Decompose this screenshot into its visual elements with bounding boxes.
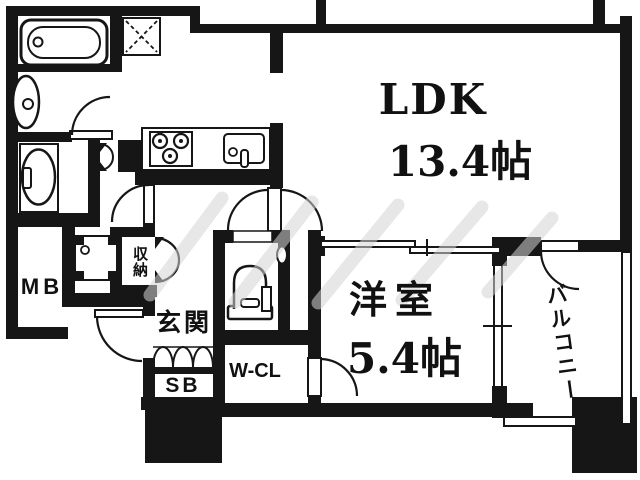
washbasin-icon — [11, 74, 41, 130]
wall — [6, 6, 200, 16]
wall — [6, 6, 18, 339]
wall — [190, 24, 632, 33]
railing — [621, 251, 632, 425]
kitchen-counter-icon — [141, 127, 271, 171]
entrance-arches — [152, 346, 214, 368]
bathtub-icon — [19, 18, 109, 67]
wall — [620, 16, 632, 252]
wall — [190, 6, 200, 33]
wall — [141, 397, 225, 410]
wall — [143, 358, 155, 407]
wall — [492, 386, 507, 418]
laundry-basin-icon — [19, 143, 59, 213]
wall — [153, 367, 213, 374]
toilet-doorway — [232, 230, 273, 243]
wall — [143, 297, 155, 316]
wall — [6, 327, 68, 339]
door-leaves — [69, 130, 580, 397]
wall — [110, 227, 155, 237]
room-size-ldk: 13.4帖 — [387, 137, 533, 186]
wall — [143, 222, 155, 237]
room-label-bedroom: 洋室 — [348, 277, 441, 322]
balcony-railing — [503, 251, 632, 427]
balcony-door-leaf — [540, 240, 580, 252]
wall — [593, 0, 605, 33]
wall — [118, 140, 145, 172]
room-label-entrance: 玄関 — [155, 309, 212, 337]
wall — [110, 16, 122, 72]
wall — [270, 123, 283, 188]
wcl-door-leaf — [307, 357, 322, 397]
wall — [88, 133, 100, 213]
wall — [213, 403, 533, 417]
walls — [6, 0, 637, 473]
washroom-door-arc — [70, 95, 111, 136]
wall — [143, 172, 155, 186]
washroom-bifold-door — [99, 143, 114, 171]
wall — [16, 64, 122, 72]
wall — [135, 170, 283, 185]
hall-door-leaf — [143, 184, 155, 225]
ldk-door-leaf — [267, 187, 282, 232]
wall — [579, 240, 632, 252]
door-arcs — [70, 95, 580, 397]
wall — [213, 230, 225, 410]
wall — [270, 33, 283, 73]
front-door-leaf — [94, 309, 144, 318]
wall — [16, 132, 72, 142]
watermark — [143, 191, 559, 310]
room-label-meter-box: MB — [20, 274, 64, 299]
room-label-shoe-box: SB — [165, 374, 201, 397]
balcony-door-arc — [539, 250, 580, 291]
washroom-door-leaf — [69, 130, 113, 140]
wall — [62, 227, 75, 307]
pipe-space-icon — [74, 235, 118, 281]
hall-door-arc — [110, 183, 150, 223]
front-door-arc — [95, 316, 143, 363]
room-label-wcl: W-CL — [229, 360, 281, 382]
room-label-storage: 収納 — [131, 246, 148, 278]
wall — [16, 213, 100, 227]
room-label-ldk: LDK — [378, 75, 488, 124]
wcl-door-arc — [320, 357, 359, 397]
room-size-bedroom: 5.4帖 — [346, 334, 463, 383]
wall — [225, 230, 233, 243]
wall — [308, 230, 321, 358]
structure-block — [145, 407, 222, 463]
washing-machine-pan-icon — [122, 17, 161, 56]
sliding-door — [320, 239, 501, 256]
wall — [316, 0, 326, 24]
toilet-door-arc — [226, 188, 269, 231]
wall — [213, 330, 321, 345]
railing — [503, 416, 577, 427]
